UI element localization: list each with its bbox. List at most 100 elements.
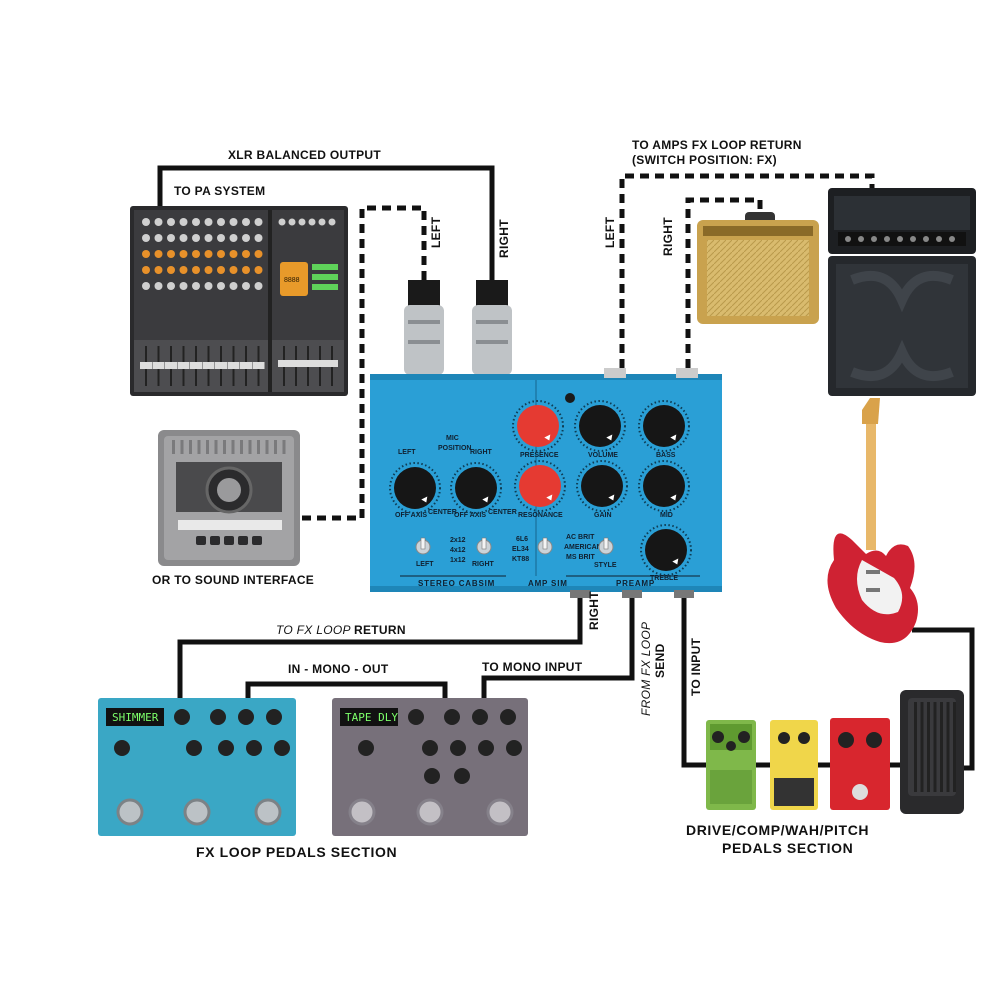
shimmer-footswitch[interactable]: [116, 798, 144, 826]
cable-mono-link: [245, 681, 448, 700]
tape-dly-knob[interactable]: [358, 740, 374, 756]
mixer-knob: [254, 234, 263, 242]
left-amp-label: LEFT: [603, 216, 617, 248]
interface-button: [252, 536, 262, 545]
tape-dly-knob[interactable]: [450, 740, 466, 756]
treble-knob[interactable]: [645, 529, 687, 571]
tape-dly-knob[interactable]: [408, 709, 424, 725]
combo-amp-icon: [697, 212, 819, 324]
mixer-display: [280, 262, 308, 296]
position-label: POSITION: [438, 445, 471, 452]
tape-dly-knob[interactable]: [422, 740, 438, 756]
shimmer-footswitch[interactable]: [183, 798, 211, 826]
wah-rib: [940, 702, 943, 792]
mixer-knob: [142, 266, 150, 274]
preamp-label: PREAMP: [616, 579, 655, 588]
mixer-knob: [328, 218, 336, 226]
presence-knob-scale: [512, 400, 564, 452]
mixer-knob: [254, 250, 263, 258]
tape-dly-footswitch[interactable]: [348, 798, 376, 826]
presence-knob-pointer: [544, 434, 551, 441]
tape-dly-knob[interactable]: [506, 740, 522, 756]
bass-knob-pointer: [670, 434, 677, 441]
interface-button: [224, 536, 234, 545]
shimmer-pedal: SHIMMER: [98, 698, 296, 836]
shimmer-knob[interactable]: [114, 740, 130, 756]
mid-label: MID: [660, 512, 673, 519]
style-ac-label: AC BRIT: [566, 534, 595, 541]
tape-dly-knob[interactable]: [424, 768, 440, 784]
shimmer-knob[interactable]: [238, 709, 254, 725]
mixer-fader: [240, 362, 252, 369]
resonance-knob[interactable]: [519, 465, 561, 507]
tape-dly-knob[interactable]: [444, 709, 460, 725]
tape-dly-knob[interactable]: [454, 768, 470, 784]
cable-dashed-amp-right: [685, 197, 763, 368]
mixer-knob: [142, 250, 150, 258]
mixer-knob: [154, 234, 163, 242]
mixer-knob: [242, 250, 250, 258]
gain-knob-scale: [576, 460, 628, 512]
style-ms-label: MS BRIT: [566, 554, 596, 561]
to-mono-input-label: TO MONO INPUT: [482, 660, 583, 674]
treble-knob-scale: [640, 524, 692, 576]
resonance-label: RESONANCE: [518, 512, 563, 519]
tape-dly-knob[interactable]: [478, 740, 494, 756]
mixer-knob: [288, 218, 296, 226]
mixing-console-icon: 8888: [130, 206, 348, 396]
mid-knob[interactable]: [643, 465, 685, 507]
volume-knob-scale: [574, 400, 626, 452]
to-fx-loop-label: TO FX LOOP: [276, 623, 351, 637]
mic-left-knob-pointer: [421, 496, 428, 503]
interface-button: [210, 536, 220, 545]
mixer-knob: [204, 250, 213, 258]
bass-knob[interactable]: [643, 405, 685, 447]
shimmer-knob[interactable]: [186, 740, 202, 756]
amp-knob: [949, 236, 955, 242]
interface-vent: [189, 440, 192, 454]
cable-to-input: [681, 592, 708, 768]
mic-right-knob[interactable]: [455, 467, 497, 509]
cable-dashed-amp-left: [619, 173, 875, 368]
shimmer-knob[interactable]: [246, 740, 262, 756]
mid-knob-pointer: [670, 494, 677, 501]
amp-knob: [910, 236, 916, 242]
shimmer-knob[interactable]: [210, 709, 226, 725]
gain-knob[interactable]: [581, 465, 623, 507]
mixer-fader: [165, 362, 177, 369]
amp-sim-label: AMP SIM: [528, 579, 568, 588]
mixer-knob: [204, 282, 213, 290]
volume-knob[interactable]: [579, 405, 621, 447]
drive-section-label-line2: PEDALS SECTION: [722, 840, 853, 856]
right-amp-label: RIGHT: [661, 217, 675, 256]
mixer-knob: [229, 282, 238, 290]
mixer-fader: [302, 360, 314, 367]
switch-left-label: LEFT: [416, 561, 434, 568]
presence-knob[interactable]: [517, 405, 559, 447]
amp-sim-device: MIC POSITION LEFT RIGHT OFF AXIS CENTER …: [370, 368, 722, 598]
wah-rib: [953, 702, 956, 792]
bass-knob-scale: [638, 400, 690, 452]
mixer-knob: [254, 282, 263, 290]
amp-kt88-label: KT88: [512, 556, 529, 563]
mic-left-knob[interactable]: [394, 467, 436, 509]
mixer-knob: [278, 218, 286, 226]
mixer-knob: [167, 218, 175, 226]
interface-vent: [265, 440, 269, 454]
shimmer-knob[interactable]: [266, 709, 282, 725]
shimmer-knob[interactable]: [274, 740, 290, 756]
wah-rib: [920, 702, 924, 792]
tape-dly-footswitch[interactable]: [416, 798, 444, 826]
shimmer-footswitch[interactable]: [254, 798, 282, 826]
mixer-knob: [179, 218, 188, 226]
mixer-knob: [242, 266, 250, 274]
tape-dly-knob[interactable]: [472, 709, 488, 725]
tape-dly-footswitch[interactable]: [486, 798, 514, 826]
shimmer-knob[interactable]: [218, 740, 234, 756]
wah-rib: [933, 702, 937, 792]
mixer-knob: [229, 218, 238, 226]
shimmer-knob[interactable]: [174, 709, 190, 725]
tape-dly-knob[interactable]: [500, 709, 516, 725]
